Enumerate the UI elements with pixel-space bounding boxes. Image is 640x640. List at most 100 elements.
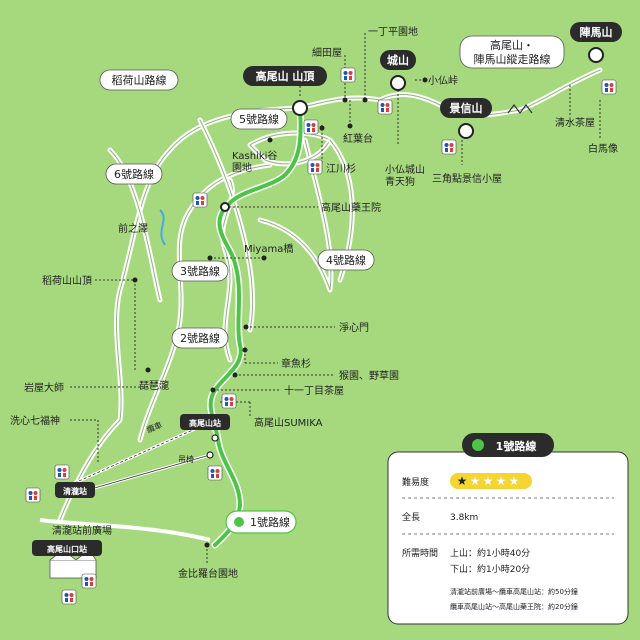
place-monkey: 猴園、野草園 — [339, 369, 399, 382]
time-note-1: 清瀧站前廣場～纜車高尾山站：約50分鐘 — [450, 587, 578, 596]
difficulty-rating-pill — [450, 473, 532, 489]
peak-circle-icon — [292, 100, 308, 116]
route-1-dot-icon — [472, 439, 484, 451]
length-value: 3.8km — [450, 513, 478, 523]
temple-icon[interactable] — [220, 202, 230, 212]
peak-marker-jinba[interactable]: 陣馬山 — [570, 22, 622, 63]
place-sankaku: 三角點景信小屋 — [432, 172, 502, 185]
peak-circle-icon — [390, 75, 406, 91]
peak-circle-icon — [458, 123, 474, 139]
place-itcho: 一丁平園地 — [368, 25, 418, 38]
restroom-icon — [303, 119, 319, 135]
poi-dots — [132, 77, 428, 548]
peak-marker-takao[interactable]: 高尾山 山頂 — [243, 66, 327, 116]
peak-marker-shiro[interactable]: 城山 — [380, 50, 416, 91]
legend-title: 1號路線 — [496, 439, 537, 453]
restroom-icon — [307, 159, 323, 175]
peak-marker-kagenobu[interactable]: 景信山 — [440, 98, 492, 139]
station-takaosan[interactable]: 高尾山站 — [180, 414, 230, 459]
restroom-icons — [25, 67, 617, 605]
restroom-icon — [61, 589, 77, 605]
label-line: 小仏城山 — [385, 164, 425, 176]
place-konpira: 金比羅台園地 — [178, 567, 238, 580]
peak-circle-icon — [588, 47, 604, 63]
restroom-icon — [221, 393, 237, 409]
difficulty-stars: ★★★★★ — [457, 474, 520, 488]
route-1-dot-icon — [234, 517, 244, 527]
place-senshin: 洗心七福神 — [10, 414, 60, 427]
svg-text:高尾山站: 高尾山站 — [189, 418, 221, 428]
place-kiyotaki-plaza: 清瀧站前廣場 — [52, 524, 112, 537]
trail-label-5[interactable]: 5號路線 — [230, 108, 288, 130]
svg-text:高尾山 山頂: 高尾山 山頂 — [256, 69, 316, 83]
label-line: 高尾山・ — [490, 38, 534, 52]
place-yakuoin: 高尾山藥王院 — [321, 201, 381, 214]
star-empty-icon: ★ — [483, 474, 494, 488]
place-labels: 一丁平園地 細田屋 小仏峠 紅葉台 江川杉 小仏城山青天狗 三角點景信小屋 清水… — [10, 25, 618, 580]
restroom-icon — [207, 465, 223, 481]
trail-label-inari[interactable]: 稻荷山路線 — [99, 69, 179, 91]
route-1-path — [39, 106, 305, 549]
svg-text:2號路線: 2號路線 — [180, 331, 220, 345]
place-kobotoke-shiro: 小仏城山青天狗 — [385, 164, 425, 188]
trail-label-jinba-text: 高尾山・陣馬山縱走路線 — [474, 38, 551, 66]
restroom-icon — [441, 139, 457, 155]
svg-text:6號路線: 6號路線 — [114, 167, 154, 181]
place-sumika: 高尾山SUMIKA — [254, 416, 323, 429]
svg-text:高尾山口站: 高尾山口站 — [47, 544, 87, 554]
restroom-icon — [192, 192, 208, 208]
place-miyama: Miyama橋 — [244, 242, 293, 255]
place-kobotoke-pass: 小仏峠 — [428, 75, 458, 87]
place-hosodaya: 細田屋 — [312, 46, 342, 59]
time-down: 下山：約1小時20分 — [450, 563, 530, 575]
time-note-2: 纜車高尾山站～高尾山藥王院：約20分鐘 — [450, 602, 578, 611]
station-takaosanguchi[interactable]: 高尾山口站 — [32, 540, 102, 556]
place-momiji: 紅葉台 — [343, 132, 373, 145]
place-tako: 章魚杉 — [281, 357, 311, 370]
svg-text:清瀧站: 清瀧站 — [63, 486, 87, 496]
place-hakuba: 白馬像 — [588, 142, 618, 155]
place-maenosawa: 前之澤 — [118, 222, 148, 235]
trail-label-3[interactable]: 3號路線 — [171, 260, 229, 282]
star-empty-icon: ★ — [470, 474, 481, 488]
label-line: 陣馬山縱走路線 — [474, 52, 551, 66]
restroom-icon — [601, 79, 617, 95]
trail-label-jinba[interactable]: 高尾山・陣馬山縱走路線 — [459, 35, 565, 69]
place-inari-top: 稻荷山山頂 — [42, 275, 92, 287]
trail-label-4[interactable]: 4號路線 — [317, 249, 375, 271]
place-iwaya: 岩屋大師 — [24, 381, 64, 394]
svg-text:5號路線: 5號路線 — [239, 112, 279, 126]
label-line: 青天狗 — [385, 175, 415, 188]
restroom-icon — [54, 464, 70, 480]
trail-label-1[interactable]: 1號路線 — [225, 510, 297, 534]
place-juicho: 十一丁目茶屋 — [284, 384, 344, 397]
svg-text:4號路線: 4號路線 — [326, 253, 366, 267]
legend-title-pill — [462, 433, 554, 457]
svg-text:3號路線: 3號路線 — [180, 264, 220, 278]
route-legend-card: 1號路線 難易度 ★★★★★ 全長 3.8km 所需時間 上山：約1小時40分 … — [387, 433, 629, 625]
star-filled-icon: ★ — [457, 474, 468, 488]
svg-text:城山: 城山 — [387, 53, 409, 67]
difficulty-label: 難易度 — [402, 476, 429, 488]
restroom-icon — [377, 99, 393, 115]
place-joshinmon: 淨心門 — [339, 322, 369, 334]
leader-lines — [70, 33, 601, 565]
star-empty-icon: ★ — [509, 474, 520, 488]
svg-text:景信山: 景信山 — [449, 101, 483, 115]
time-label: 所需時間 — [402, 548, 438, 559]
time-up: 上山：約1小時40分 — [450, 547, 530, 559]
station-kiyotaki[interactable]: 清瀧站 — [55, 482, 95, 498]
svg-text:稻荷山路線: 稻荷山路線 — [112, 73, 167, 87]
svg-text:1號路線: 1號路線 — [250, 515, 290, 529]
label-line: 園地 — [232, 161, 252, 174]
place-biwa: 琵琶瀧 — [139, 379, 169, 392]
restroom-icon — [81, 573, 97, 589]
place-lift: 吊椅 — [178, 454, 194, 464]
place-shimizu: 清水茶屋 — [555, 116, 595, 129]
star-empty-icon: ★ — [496, 474, 507, 488]
label-line: Kashiki谷 — [232, 150, 277, 162]
trail-label-6[interactable]: 6號路線 — [105, 163, 163, 185]
trail-label-2[interactable]: 2號路線 — [171, 327, 229, 349]
place-edogawa: 江川杉 — [326, 162, 356, 175]
